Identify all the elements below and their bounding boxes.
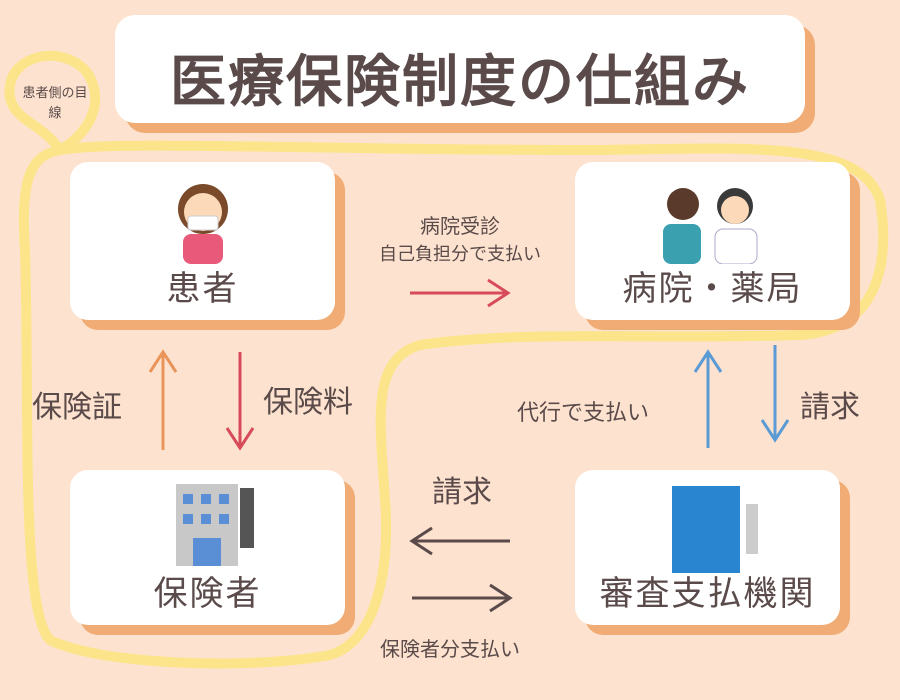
node-patient: 患者 bbox=[70, 162, 335, 320]
arrow-insurer-to-patient bbox=[148, 349, 178, 450]
tower-building-icon bbox=[671, 486, 758, 573]
office-building-icon bbox=[175, 484, 254, 566]
node-insurer: 保険者 bbox=[70, 470, 345, 625]
doctor-icon bbox=[662, 188, 757, 264]
node-patient-label: 患者 bbox=[166, 269, 239, 309]
patient-icon bbox=[177, 184, 228, 264]
annotation-label: 患者側の目線 bbox=[22, 86, 88, 121]
node-hospital-label: 病院・薬局 bbox=[622, 269, 803, 309]
node-hospital: 病院・薬局 bbox=[575, 162, 850, 320]
edge-label-insurance-card: 保険証 bbox=[32, 390, 122, 425]
title-box: 医療保険制度の仕組み bbox=[115, 15, 805, 123]
arrow-insurer-to-review bbox=[412, 583, 513, 613]
edge-label-premium: 保険料 bbox=[263, 385, 353, 420]
edge-label-visit: 病院受診 bbox=[420, 214, 500, 238]
edge-label-claim-hospital: 請求 bbox=[800, 390, 860, 425]
arrow-review-to-hospital bbox=[693, 349, 723, 448]
node-review: 審査支払機関 bbox=[575, 470, 840, 625]
patient-perspective-loop bbox=[4, 50, 889, 669]
edge-label-proxy-payment: 代行で支払い bbox=[517, 401, 650, 426]
arrow-patient-to-insurer bbox=[225, 352, 255, 451]
edge-label-copay: 自己負担分で支払い bbox=[379, 244, 541, 265]
edge-label-claim-review: 請求 bbox=[432, 475, 492, 510]
node-insurer-label: 保険者 bbox=[153, 574, 262, 614]
arrow-review-to-insurer bbox=[409, 526, 510, 556]
arrow-hospital-to-review bbox=[760, 345, 790, 443]
edge-label-insurer-payment: 保険者分支払い bbox=[380, 637, 520, 661]
arrow-patient-to-hospital bbox=[410, 278, 511, 308]
node-review-label: 審査支払機関 bbox=[599, 574, 816, 614]
page-title: 医療保険制度の仕組み bbox=[170, 50, 750, 115]
